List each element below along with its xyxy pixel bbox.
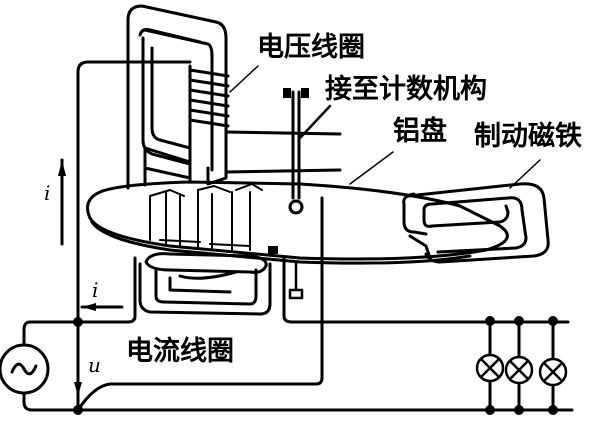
current-arrow-horizontal: [80, 303, 124, 311]
ac-source: [0, 343, 50, 395]
voltage-coil-core: [126, 4, 228, 190]
brake-magnet: [402, 182, 550, 264]
current-coil-leads: [76, 256, 570, 324]
current-symbol-vertical: i: [44, 181, 50, 205]
to-counter-label: 接至计数机构: [325, 74, 487, 105]
spindle-gear-icon: [283, 88, 309, 98]
coil-terminal: [268, 246, 278, 254]
voltage-coil-label: 电压线圈: [257, 32, 365, 63]
brake-magnet-label: 制动磁铁: [474, 121, 582, 152]
voltage-symbol: u: [88, 353, 101, 377]
junction-dots: [73, 316, 558, 415]
current-symbol-horizontal: i: [92, 278, 98, 302]
current-coil: [138, 252, 272, 316]
lamp-icon: [538, 357, 568, 387]
spindle: [288, 90, 304, 215]
load-lamps: [488, 319, 555, 412]
lamp-icon: [504, 355, 534, 385]
counter-leader: [298, 104, 332, 140]
current-coil-core-teeth: [149, 183, 263, 251]
current-arrow-vertical: [58, 158, 66, 246]
sine-wave-icon: [10, 362, 38, 376]
voltage-coil-leader: [229, 65, 259, 93]
disc-leader: [349, 151, 394, 185]
disc-stop: [288, 260, 304, 300]
aluminum-disc-label: 铝盘: [393, 115, 447, 147]
current-coil-label: 电流线圈: [126, 336, 234, 367]
voltage-coil-windings: [188, 64, 230, 182]
voltage-arrow: [74, 332, 82, 398]
lamp-icon: [475, 353, 505, 383]
voltage-coil-wires: [76, 60, 342, 322]
brake-magnet-leader: [509, 159, 541, 189]
